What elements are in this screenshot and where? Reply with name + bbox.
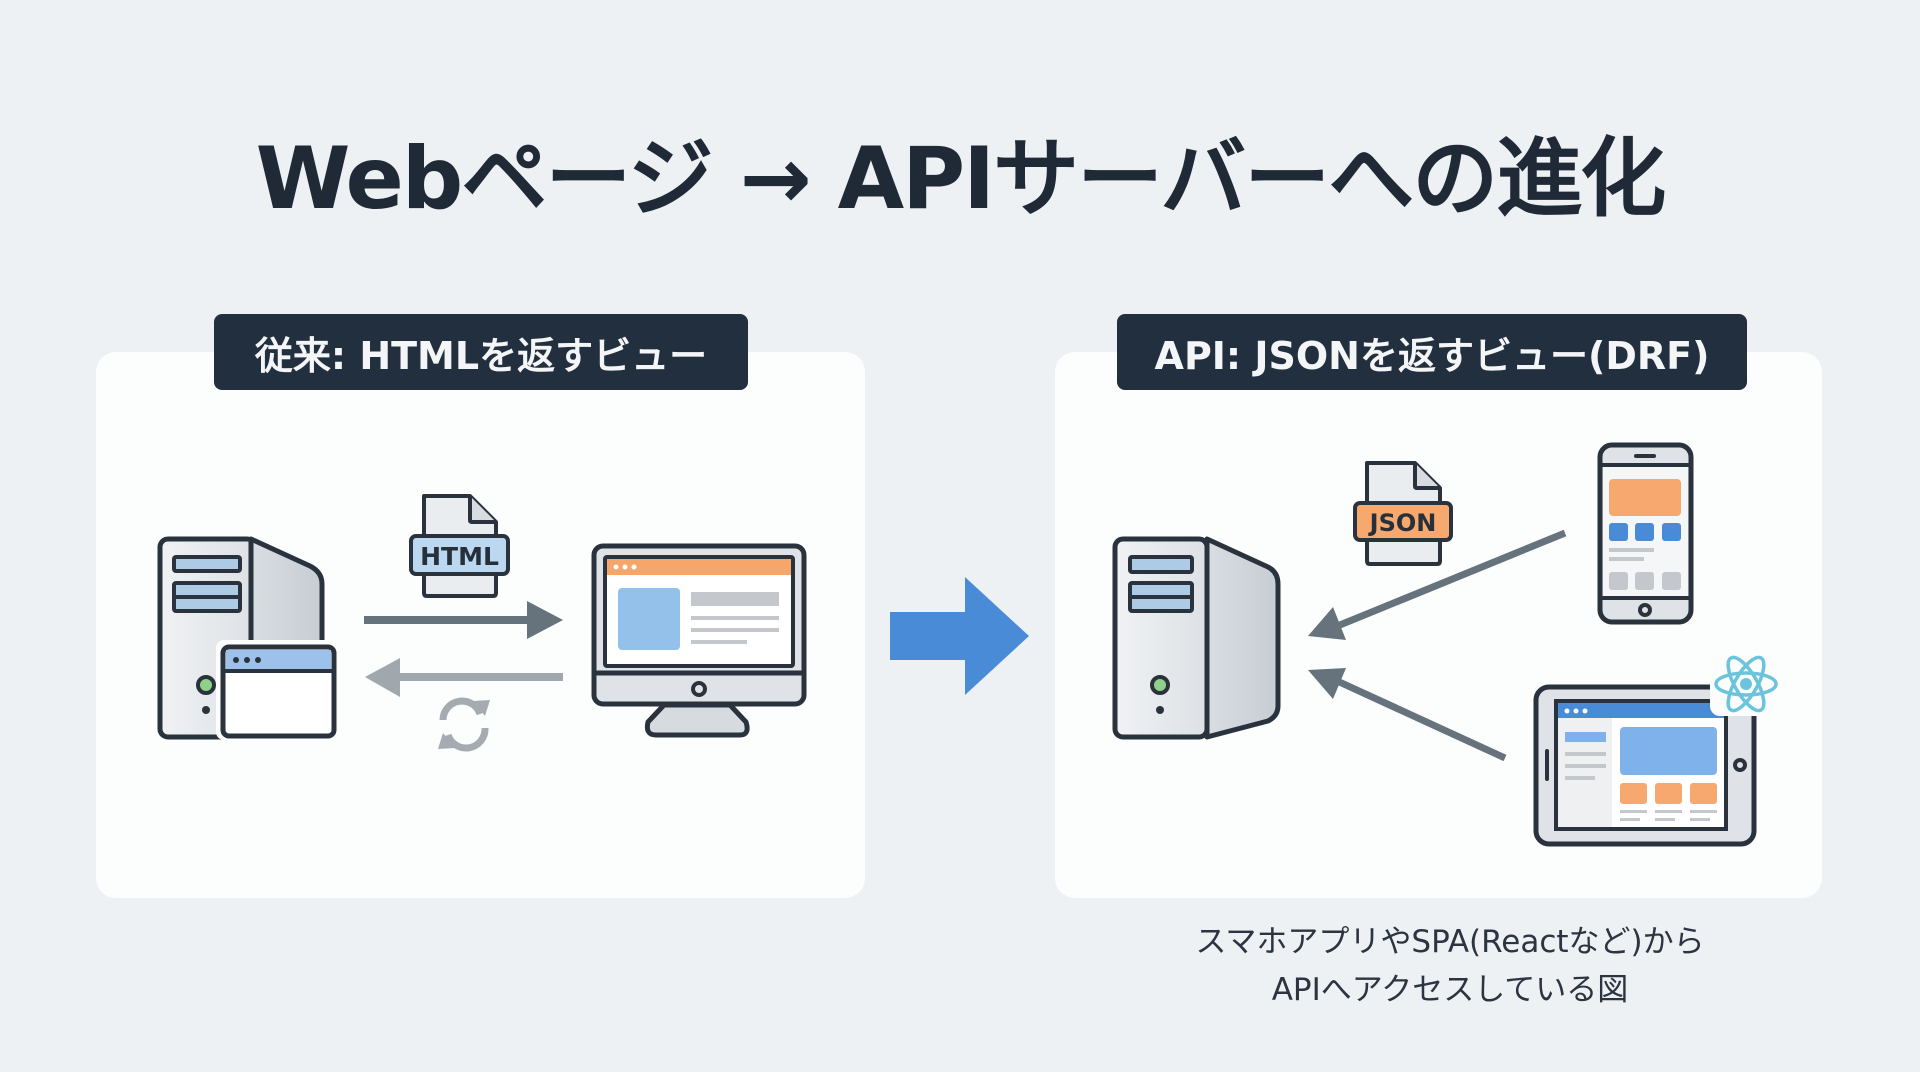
html-file-icon: HTML	[409, 494, 510, 598]
arrow-right-icon	[364, 601, 563, 639]
left-panel-badge: 従来: HTMLを返すビュー	[214, 314, 748, 390]
browser-window-icon	[216, 640, 340, 740]
json-file-icon: JSON	[1353, 461, 1453, 566]
arrow-left-icon	[365, 658, 563, 697]
refresh-icon	[438, 697, 490, 752]
right-panel-badge: API: JSONを返すビュー(DRF)	[1117, 314, 1747, 390]
server-icon	[1112, 536, 1281, 740]
tablet-icon	[1533, 684, 1757, 847]
json-file-label: JSON	[1368, 509, 1437, 537]
smartphone-icon	[1597, 442, 1694, 625]
desktop-monitor-icon	[591, 543, 807, 738]
caption-line-1: スマホアプリやSPA(Reactなど)から	[1195, 924, 1705, 960]
arrow-to-server-icon	[1308, 668, 1507, 762]
react-logo-icon	[1710, 650, 1784, 716]
caption-line-2: APIへアクセスしている図	[1271, 972, 1629, 1008]
big-arrow-right-icon	[890, 577, 1029, 695]
html-file-label: HTML	[420, 542, 499, 571]
page-title: Webページ → APIサーバーへの進化	[255, 129, 1667, 229]
arrow-to-server-icon	[1308, 529, 1567, 640]
caption: スマホアプリやSPA(Reactなど)から APIへアクセスしている図	[1110, 918, 1790, 1014]
